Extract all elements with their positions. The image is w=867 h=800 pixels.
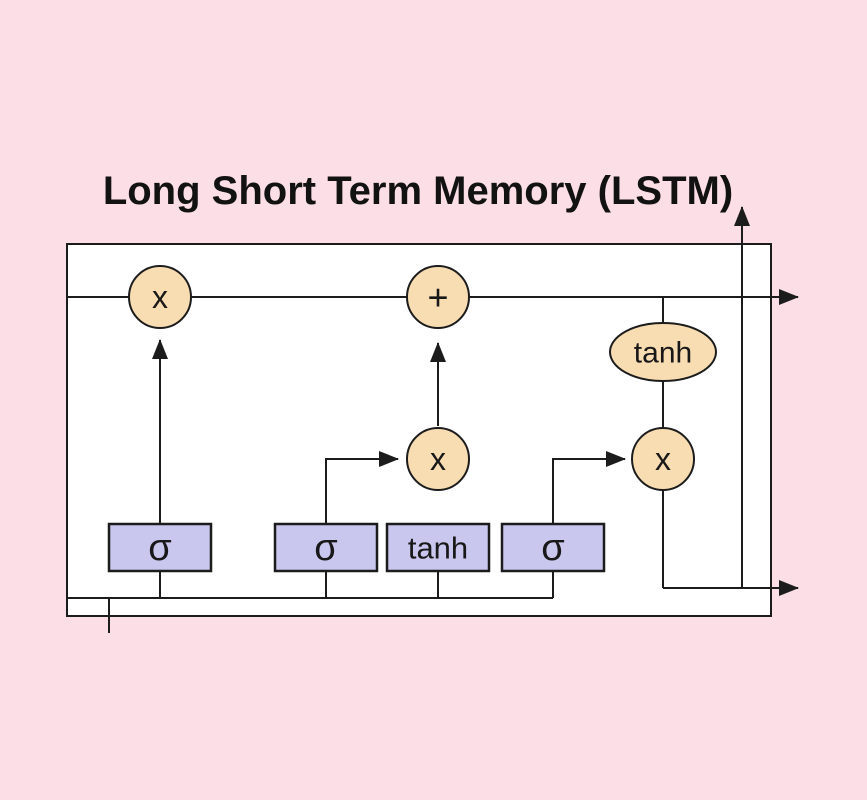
- input-gate-label: σ: [314, 527, 337, 569]
- forget-multiply-label: x: [152, 279, 168, 315]
- forget-gate-box: [107, 522, 213, 573]
- add-node: [406, 265, 470, 329]
- input-gate-box: [273, 522, 379, 573]
- candidate-gate-box: [385, 522, 491, 573]
- add-label: +: [427, 277, 448, 318]
- output-multiply-node: [631, 427, 695, 491]
- forget-gate-label: σ: [148, 527, 171, 569]
- candidate-gate-label: tanh: [408, 531, 468, 566]
- output-multiply-label: x: [655, 441, 671, 477]
- diagram-title: Long Short Term Memory (LSTM): [103, 169, 733, 213]
- input-gate-elbow-arrow: [325, 451, 399, 524]
- input-multiply-node: [406, 427, 470, 491]
- output-gate-box: [500, 522, 606, 573]
- input-multiply-label: x: [430, 441, 446, 477]
- output-gate-elbow-arrow: [552, 451, 626, 524]
- tanh-activation-node: [609, 322, 717, 382]
- forget-multiply-node: [128, 265, 192, 329]
- output-gate-label: σ: [541, 527, 564, 569]
- tanh-activation-label: tanh: [634, 337, 692, 370]
